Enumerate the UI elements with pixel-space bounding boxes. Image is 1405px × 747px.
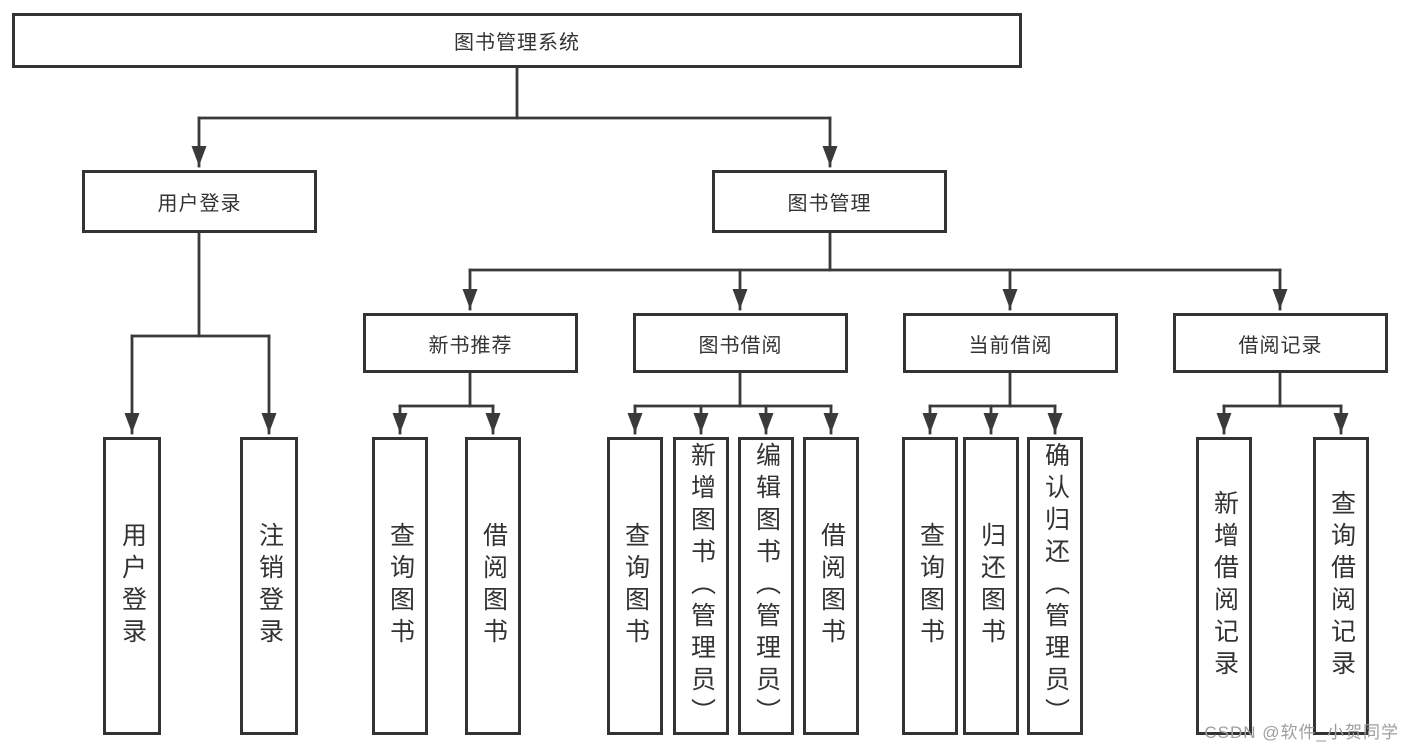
node-label: 查询图书 xyxy=(916,522,945,650)
leaf-confirm-return-admin: 确认归还（管理员） xyxy=(1027,437,1083,735)
node-label: 查询图书 xyxy=(386,522,415,650)
connector-user-login-to-leaves xyxy=(124,231,277,435)
node-new-book-recommend: 新书推荐 xyxy=(363,313,578,373)
node-label: 确认归还（管理员） xyxy=(1041,442,1070,730)
node-current-borrowing: 当前借阅 xyxy=(903,313,1118,373)
connector-book-borrowing-to-leaves xyxy=(627,371,839,435)
connector-new-book-to-leaves xyxy=(392,371,501,435)
leaf-add-books-admin: 新增图书（管理员） xyxy=(673,437,729,735)
connector-book-management-to-level3 xyxy=(462,231,1288,311)
node-label: 用户登录 xyxy=(118,522,147,650)
node-label: 归还图书 xyxy=(977,522,1006,650)
leaf-add-borrow-record: 新增借阅记录 xyxy=(1196,437,1252,735)
leaf-borrow-books: 借阅图书 xyxy=(803,437,859,735)
node-user-login: 用户登录 xyxy=(82,170,317,233)
node-label: 查询借阅记录 xyxy=(1327,490,1356,682)
leaf-borrow-books-recommend: 借阅图书 xyxy=(465,437,521,735)
leaf-query-books-recommend: 查询图书 xyxy=(372,437,428,735)
leaf-user-login: 用户登录 xyxy=(103,437,161,735)
node-label: 借阅记录 xyxy=(1238,334,1323,357)
node-borrowing-records: 借阅记录 xyxy=(1173,313,1388,373)
node-label: 用户登录 xyxy=(157,193,242,215)
node-label: 图书管理 xyxy=(787,193,872,215)
node-label: 新书推荐 xyxy=(428,334,513,357)
leaf-logout: 注销登录 xyxy=(240,437,298,735)
leaf-edit-books-admin: 编辑图书（管理员） xyxy=(738,437,794,735)
leaf-return-books: 归还图书 xyxy=(963,437,1019,735)
node-label: 新增借阅记录 xyxy=(1210,490,1239,682)
node-label: 图书管理系统 xyxy=(454,32,580,54)
watermark: CSDN @软件_小贺同学 xyxy=(1204,723,1399,742)
node-label: 当前借阅 xyxy=(968,334,1053,357)
node-label: 编辑图书（管理员） xyxy=(752,442,781,730)
node-book-management: 图书管理 xyxy=(712,170,947,233)
leaf-query-borrow-record: 查询借阅记录 xyxy=(1313,437,1369,735)
connector-root-to-level2 xyxy=(191,64,838,168)
leaf-query-books-borrowing: 查询图书 xyxy=(607,437,663,735)
node-label: 新增图书（管理员） xyxy=(687,442,716,730)
node-label: 图书借阅 xyxy=(698,334,783,357)
node-library-system: 图书管理系统 xyxy=(12,13,1022,68)
node-label: 注销登录 xyxy=(255,522,284,650)
connector-borrowing-records-to-leaves xyxy=(1216,371,1349,435)
leaf-query-books-current: 查询图书 xyxy=(902,437,958,735)
node-label: 查询图书 xyxy=(621,522,650,650)
node-label: 借阅图书 xyxy=(817,522,846,650)
connector-current-borrowing-to-leaves xyxy=(922,371,1063,435)
node-book-borrowing: 图书借阅 xyxy=(633,313,848,373)
node-label: 借阅图书 xyxy=(479,522,508,650)
